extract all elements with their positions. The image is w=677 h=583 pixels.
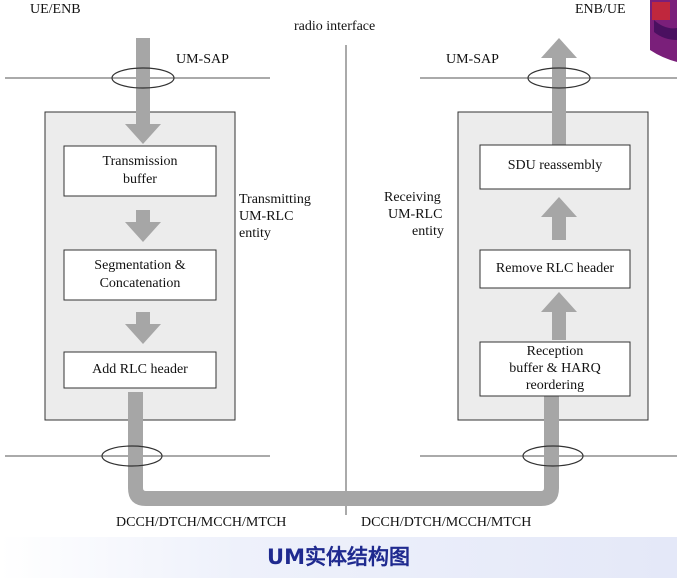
rx-step-2-line-1: Remove RLC header [495, 261, 615, 276]
caption-band [0, 537, 677, 578]
rx-output-arrow [541, 38, 577, 145]
tx-step-3-line-1: Add RLC header [92, 362, 188, 377]
rx-entity-label-line-2: UM-RLC [388, 207, 443, 222]
rx-step-box-1 [479, 144, 631, 190]
tx-entity-label-line-1: Transmitting [239, 192, 311, 207]
rx-entity-label-line-1: Receiving [384, 190, 441, 205]
tx-sap-label: UM-SAP [176, 52, 229, 67]
rx-step-3-line-1: Reception [526, 344, 584, 359]
rx-channel-ellipse [522, 445, 584, 467]
radio-interface-label: radio interface [294, 19, 376, 34]
rx-channel-label: DCCH/DTCH/MCCH/MTCH [361, 515, 532, 530]
tx-step-2-text: Segmentation & Concatenation [64, 257, 216, 293]
tx-channel-ellipse [101, 445, 163, 467]
rx-step-3-text: Reception buffer & HARQ reordering [480, 343, 630, 394]
tx-arrows [125, 38, 161, 344]
rx-input-arrow [544, 396, 559, 412]
tx-entity-label-line-2: UM-RLC [239, 209, 294, 224]
tx-step-1-text: Transmission buffer [64, 153, 216, 189]
rx-entity-label-line-3: entity [412, 224, 444, 239]
rx-sap-label: UM-SAP [446, 52, 499, 67]
tx-channel-label: DCCH/DTCH/MCCH/MTCH [116, 515, 287, 530]
rx-arrow-2 [541, 292, 577, 340]
tx-step-box-1 [63, 145, 217, 197]
rx-step-3-line-3: reordering [525, 378, 585, 393]
rx-step-2-text: Remove RLC header [480, 260, 630, 278]
channel-pipe [128, 392, 559, 506]
figure-caption: UM实体结构图 [267, 545, 410, 569]
rx-step-1-line-1: SDU reassembly [507, 158, 603, 173]
rx-step-3-line-2: buffer & HARQ [509, 361, 601, 376]
rx-step-1-text: SDU reassembly [480, 157, 630, 175]
tx-entity-label-line-3: entity [239, 226, 271, 241]
tx-arrow-1 [125, 210, 161, 242]
tx-step-2-line-1: Segmentation & [94, 258, 186, 273]
tx-input-arrow [125, 38, 161, 144]
corner-logo [650, 0, 677, 62]
left-node-label: UE/ENB [30, 2, 81, 17]
tx-step-3-text: Add RLC header [64, 361, 216, 379]
tx-step-box-2 [63, 249, 217, 301]
tx-step-2-line-2: Concatenation [99, 276, 181, 291]
rx-step-box-2 [479, 249, 631, 289]
tx-arrow-2 [125, 312, 161, 344]
tx-step-1-line-1: Transmission [102, 154, 178, 169]
rx-sap-ellipse [527, 67, 591, 89]
right-node-label: ENB/UE [575, 2, 626, 17]
tx-step-1-line-2: buffer [123, 172, 157, 187]
rx-arrows [541, 38, 577, 412]
rx-arrow-1 [541, 197, 577, 240]
tx-step-box-3 [63, 351, 217, 389]
tx-sap-ellipse [111, 67, 175, 89]
rx-step-box-3 [479, 341, 631, 397]
